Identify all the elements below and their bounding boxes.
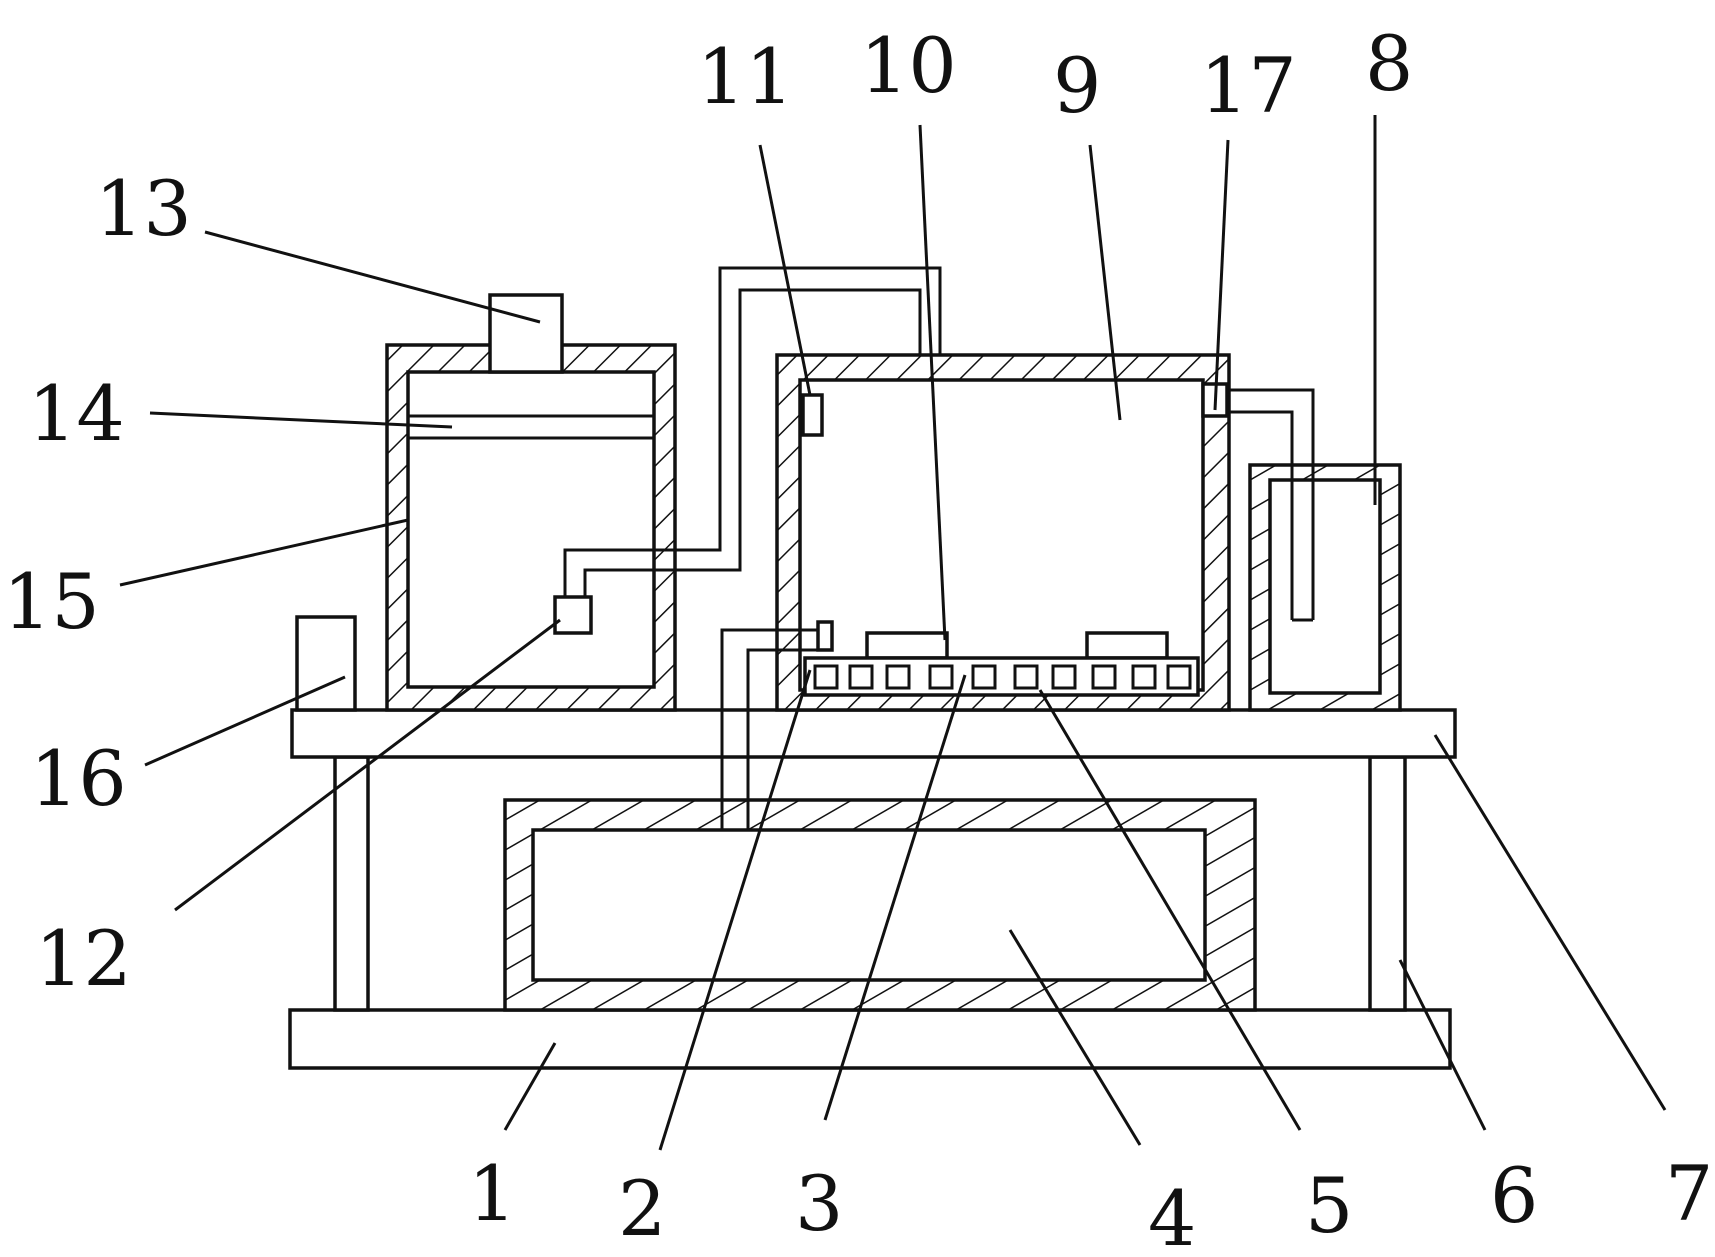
label-14: 14 — [28, 369, 125, 458]
left-leg — [333, 755, 370, 1012]
label-6: 6 — [1490, 1151, 1538, 1240]
small-post — [295, 615, 357, 712]
label-3: 3 — [795, 1159, 843, 1248]
label-10: 10 — [860, 21, 957, 110]
left-tank-inner — [406, 370, 656, 689]
label-16: 16 — [30, 734, 127, 823]
valve — [816, 620, 834, 652]
pipe-left — [563, 266, 942, 597]
pump-box — [553, 595, 593, 635]
label-1: 1 — [468, 1149, 516, 1238]
table-top — [290, 708, 1457, 759]
plate-holes — [813, 664, 1192, 690]
label-8: 8 — [1365, 19, 1413, 108]
pipe-down — [720, 628, 818, 830]
pipe-right — [1203, 388, 1315, 622]
right-leg — [1368, 755, 1407, 1012]
leader-lines — [119, 115, 1667, 1151]
right-tank-inner — [1268, 478, 1382, 695]
lower-chamber — [531, 828, 1207, 982]
label-12: 12 — [35, 914, 132, 1003]
heater-block-left — [865, 631, 949, 660]
label-11: 11 — [697, 32, 794, 121]
top-cap — [488, 293, 564, 374]
label-4: 4 — [1148, 1174, 1196, 1257]
sensor-box — [801, 393, 824, 437]
label-17: 17 — [1200, 41, 1297, 130]
base-plate — [288, 1008, 1452, 1070]
label-9: 9 — [1053, 41, 1101, 130]
label-13: 13 — [95, 164, 192, 253]
label-5: 5 — [1305, 1161, 1353, 1250]
label-15: 15 — [3, 557, 100, 646]
heater-block-right — [1085, 631, 1169, 660]
label-7: 7 — [1665, 1149, 1713, 1238]
label-2: 2 — [618, 1164, 666, 1253]
